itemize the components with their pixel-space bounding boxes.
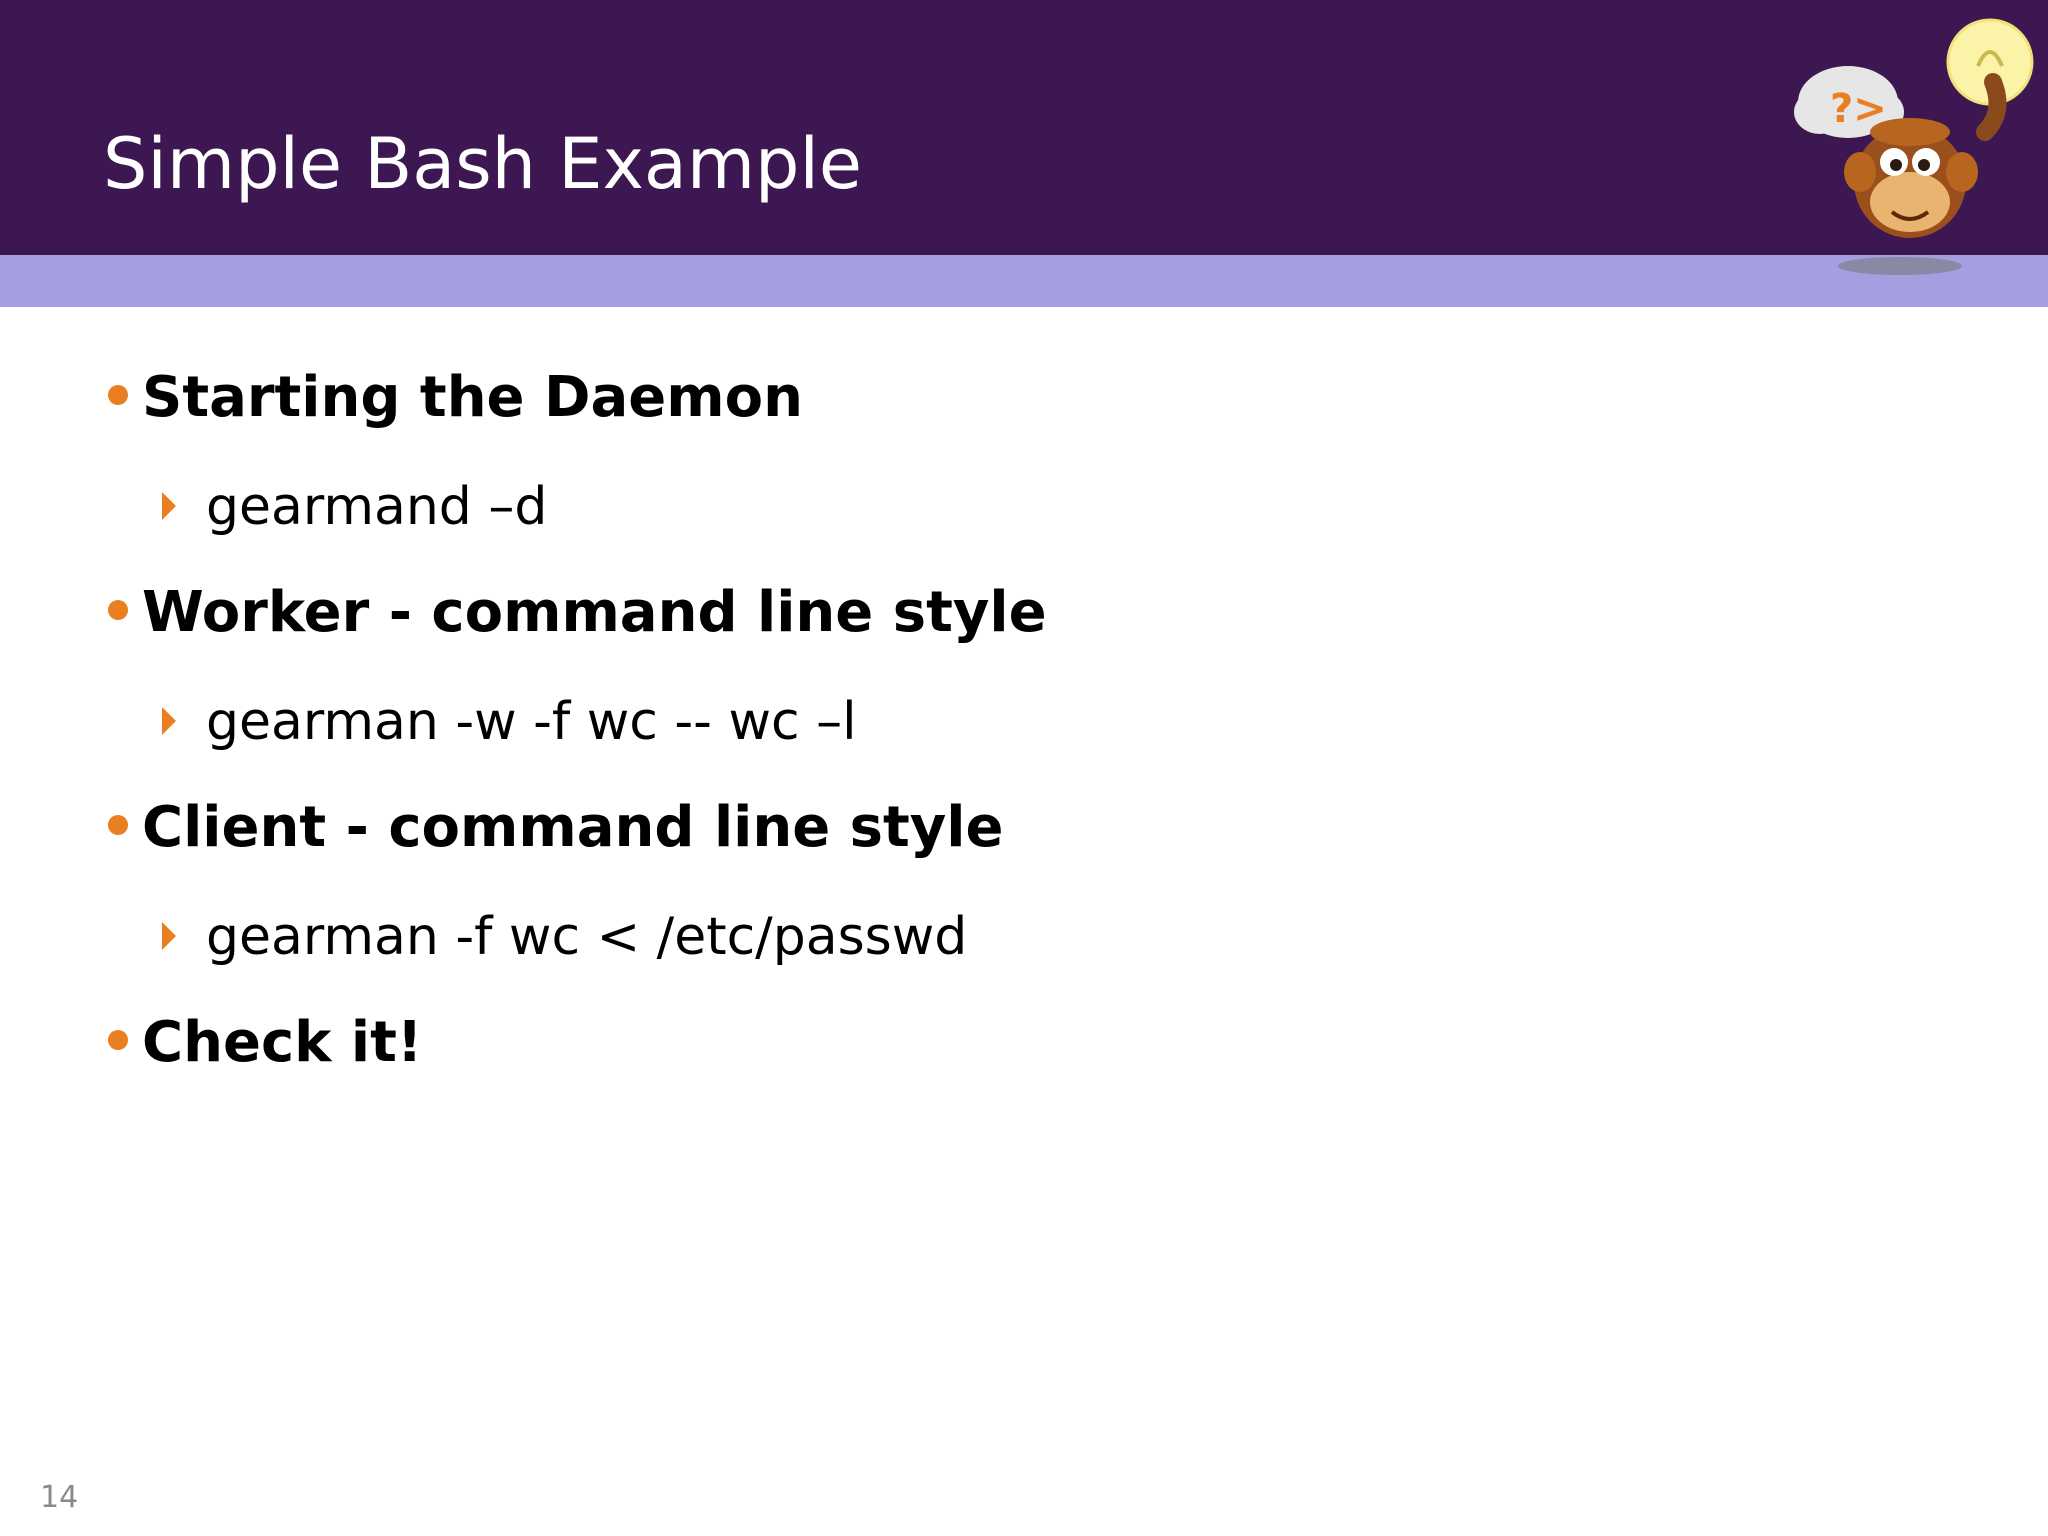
bullet-dot-icon: [108, 384, 128, 405]
bullet-item: Client - command line style: [108, 788, 1003, 868]
page-number: 14: [40, 1480, 79, 1515]
bullet-dot-icon: [108, 599, 128, 620]
triangle-bullet-icon: [162, 922, 176, 950]
sub-bullet-item: gearman -w -f wc -- wc –l: [162, 682, 857, 762]
bullet-text: Client - command line style: [142, 795, 1004, 860]
bullet-text: Check it!: [142, 1010, 423, 1075]
sub-bullet-text: gearman -f wc < /etc/passwd: [206, 907, 968, 967]
title-bar: [0, 0, 2048, 255]
triangle-bullet-icon: [162, 492, 176, 520]
title-accent-band: [0, 255, 2048, 307]
sub-bullet-item: gearmand –d: [162, 467, 547, 547]
bullet-item: Worker - command line style: [108, 573, 1047, 653]
gearman-mascot-logo: ?>: [1780, 12, 2040, 292]
triangle-bullet-icon: [162, 707, 176, 735]
thought-cloud-icon: [1794, 66, 1904, 159]
bullet-text: Starting the Daemon: [142, 365, 803, 430]
bullet-dot-icon: [108, 1029, 128, 1050]
mascot-illustration: ?>: [1794, 18, 2034, 275]
sub-bullet-text: gearmand –d: [206, 477, 548, 537]
bullet-item: Check it!: [108, 1003, 422, 1083]
bullet-item: Starting the Daemon: [108, 358, 803, 438]
slide-title: Simple Bash Example: [103, 123, 862, 205]
sub-bullet-item: gearman -f wc < /etc/passwd: [162, 897, 967, 977]
bullet-dot-icon: [108, 814, 128, 835]
bullet-text: Worker - command line style: [142, 580, 1047, 645]
sub-bullet-text: gearman -w -f wc -- wc –l: [206, 692, 857, 752]
